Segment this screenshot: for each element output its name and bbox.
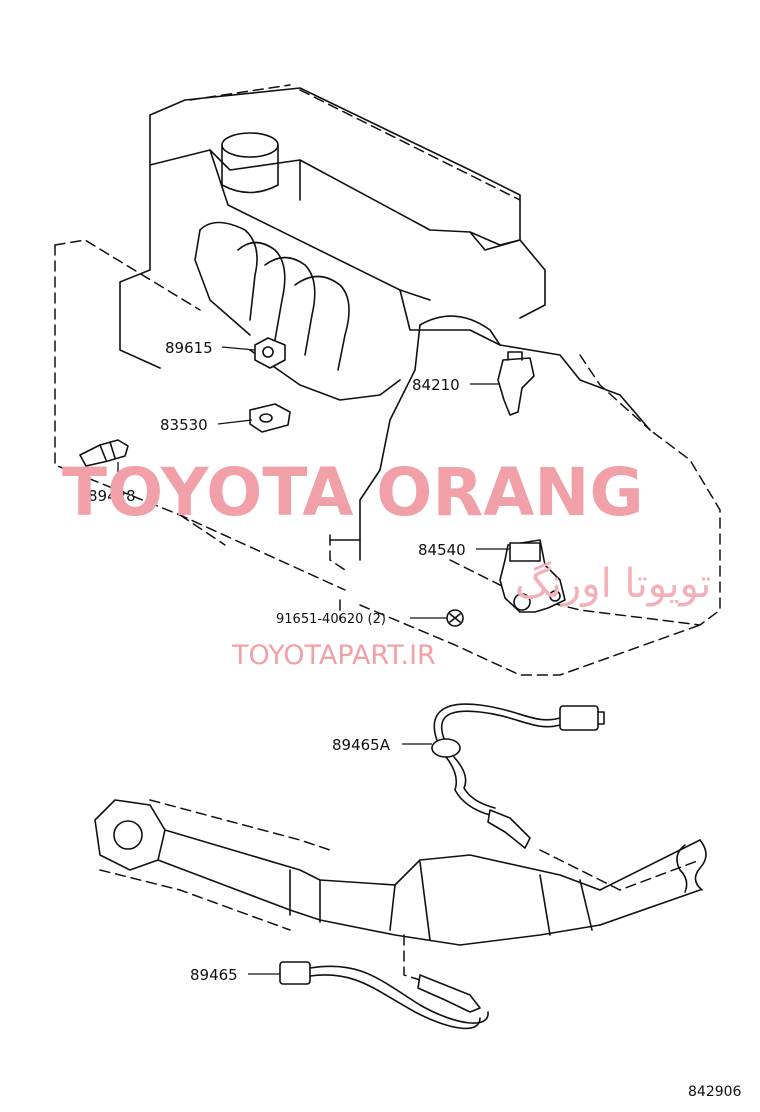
sensor-83530: [217, 403, 291, 433]
figure-code: 842906: [688, 1084, 742, 1100]
callout-89465: 89465: [190, 966, 238, 984]
o2-sensor-89465: [248, 961, 489, 1030]
watermark-brand: TOYOTA ORANG: [62, 454, 644, 531]
sensor-89428: [79, 439, 129, 478]
callout-89615: 89615: [165, 339, 213, 357]
callout-89428: 89428: [88, 487, 136, 505]
o2-sensor-89465a: [402, 703, 605, 849]
sensor-84540: [476, 539, 566, 613]
callout-84210: 84210: [412, 376, 460, 394]
callout-91651: 91651-40620 (2): [276, 612, 386, 627]
watermark-site: TOYOTAPART.IR: [231, 640, 436, 671]
callout-83530: 83530: [160, 416, 208, 434]
callout-84540: 84540: [418, 541, 466, 559]
engine-outline: [119, 87, 651, 561]
sensor-84210: [470, 351, 535, 416]
bolt-91651: [410, 609, 464, 627]
sensor-89615: [221, 337, 286, 369]
callout-89465a: 89465A: [332, 736, 391, 754]
watermark-persian: تویوتا اورنگ: [515, 561, 711, 607]
phantom-lines: [54, 84, 721, 676]
exhaust-assembly: [94, 799, 707, 981]
